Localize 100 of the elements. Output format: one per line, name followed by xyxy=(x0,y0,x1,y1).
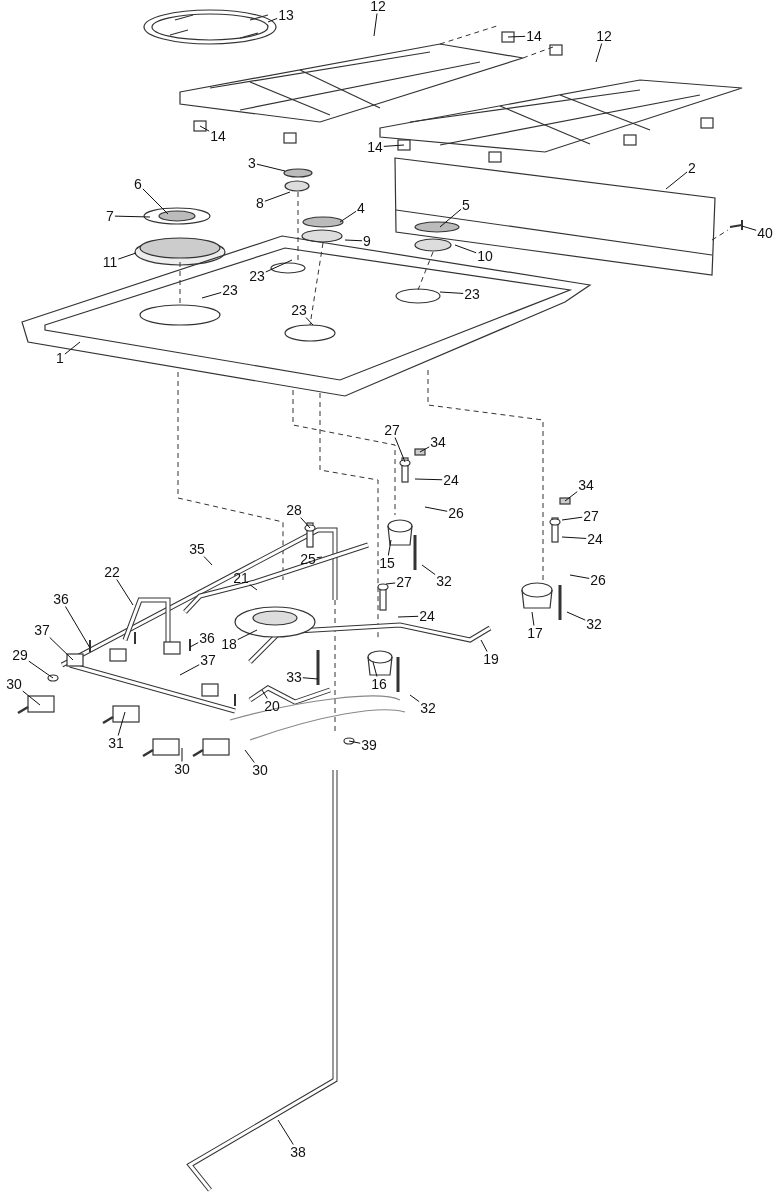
callout-number: 10 xyxy=(476,248,494,264)
leader-line xyxy=(409,694,420,703)
callout-number: 24 xyxy=(586,531,604,547)
leader-line xyxy=(480,639,488,652)
callout-number: 15 xyxy=(378,555,396,571)
leader-line xyxy=(64,341,81,355)
callout-number: 25 xyxy=(299,551,317,567)
callout-number: 22 xyxy=(103,564,121,580)
leader-line xyxy=(741,225,757,231)
callout-number: 37 xyxy=(199,652,217,668)
leader-line xyxy=(372,661,378,677)
callout-number: 36 xyxy=(52,591,70,607)
leader-line xyxy=(199,125,210,132)
callout-number: 12 xyxy=(369,0,387,14)
leader-line xyxy=(507,35,526,38)
callout-number: 30 xyxy=(251,762,269,778)
callout-number: 5 xyxy=(461,197,471,213)
leader-line xyxy=(244,749,255,763)
callout-number: 35 xyxy=(188,541,206,557)
leader-line xyxy=(181,747,183,762)
callout-number: 27 xyxy=(395,574,413,590)
callout-number: 23 xyxy=(248,268,266,284)
leader-line xyxy=(189,642,199,648)
leader-line xyxy=(142,188,169,215)
callout-number: 13 xyxy=(277,7,295,23)
leader-line xyxy=(267,17,278,23)
callout-number: 30 xyxy=(5,676,23,692)
leader-line xyxy=(439,291,464,294)
leader-line xyxy=(264,191,291,202)
leader-line xyxy=(64,606,91,649)
callout-number: 14 xyxy=(525,28,543,44)
leader-line xyxy=(265,259,293,273)
callout-number: 30 xyxy=(173,761,191,777)
leader-line xyxy=(561,516,583,521)
callout-number: 11 xyxy=(101,254,119,270)
leader-line xyxy=(117,252,137,260)
leader-line xyxy=(179,664,200,676)
leader-line xyxy=(302,677,319,680)
callout-number: 12 xyxy=(595,28,613,44)
callout-number: 24 xyxy=(442,472,460,488)
leader-line xyxy=(419,446,430,453)
leader-line xyxy=(261,689,268,699)
callout-number: 40 xyxy=(756,225,774,241)
callout-number: 27 xyxy=(582,508,600,524)
leader-line xyxy=(665,171,688,190)
leader-line xyxy=(569,574,590,579)
callout-number: 36 xyxy=(198,630,216,646)
callout-number: 18 xyxy=(220,636,238,652)
callout-number: 28 xyxy=(285,502,303,518)
leader-line xyxy=(49,637,74,661)
leader-line xyxy=(595,43,603,63)
callout-number: 32 xyxy=(435,573,453,589)
callout-number: 34 xyxy=(429,434,447,450)
leader-line xyxy=(316,556,323,559)
callout-number: 2 xyxy=(687,160,697,176)
callout-number: 6 xyxy=(133,176,143,192)
callout-number: 17 xyxy=(526,625,544,641)
callout-number: 19 xyxy=(482,651,500,667)
leader-line xyxy=(339,210,357,223)
callout-number: 29 xyxy=(11,647,29,663)
leader-line xyxy=(424,506,448,512)
leader-line xyxy=(561,536,587,539)
callout-number: 26 xyxy=(447,505,465,521)
leader-line xyxy=(394,437,406,463)
leader-line xyxy=(114,215,151,218)
leader-line xyxy=(564,491,578,502)
leader-line xyxy=(203,556,213,566)
callout-number: 9 xyxy=(362,233,372,249)
callout-number: 14 xyxy=(366,139,384,155)
leader-line xyxy=(414,478,443,481)
leader-line xyxy=(277,1119,294,1145)
callout-number: 32 xyxy=(585,616,603,632)
callout-number: 23 xyxy=(221,282,239,298)
leader-line xyxy=(22,690,41,706)
callout-number: 26 xyxy=(589,572,607,588)
leader-line xyxy=(373,13,378,37)
leader-line xyxy=(201,292,222,299)
callout-number: 20 xyxy=(263,698,281,714)
leader-line xyxy=(421,564,436,576)
callout-number: 31 xyxy=(107,735,125,751)
callout-number: 3 xyxy=(247,155,257,171)
callout-number: 32 xyxy=(419,700,437,716)
callout-number: 27 xyxy=(383,422,401,438)
leader-line xyxy=(117,711,126,736)
callout-number: 24 xyxy=(418,608,436,624)
callout-number: 7 xyxy=(105,208,115,224)
leader-line xyxy=(387,539,392,556)
leader-line xyxy=(454,244,477,254)
leader-line xyxy=(237,629,258,641)
leader-line xyxy=(28,660,54,679)
callout-number: 23 xyxy=(290,302,308,318)
leader-line xyxy=(566,611,586,621)
leader-line xyxy=(116,579,134,606)
leader-line xyxy=(383,144,405,147)
callout-number: 23 xyxy=(463,286,481,302)
callout-number: 21 xyxy=(232,570,250,586)
callout-number: 33 xyxy=(285,669,303,685)
leader-line xyxy=(385,582,396,585)
leader-line xyxy=(305,317,314,326)
leader-line xyxy=(439,208,462,228)
